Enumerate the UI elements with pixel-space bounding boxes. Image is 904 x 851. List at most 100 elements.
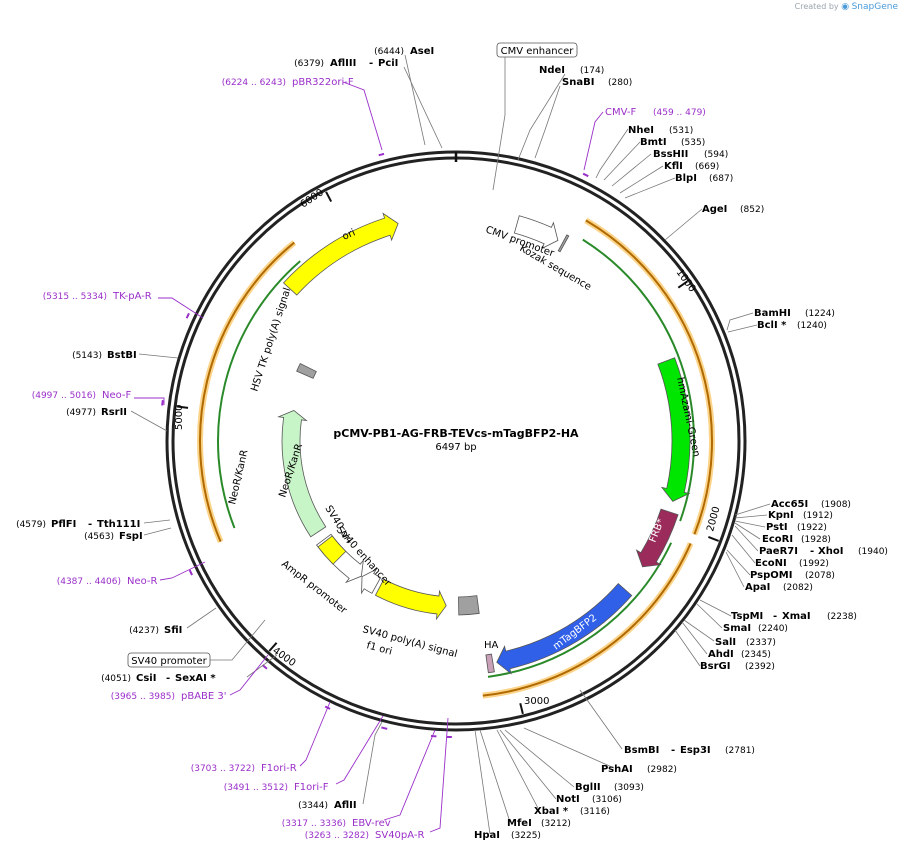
enzyme-pos-xbai: (3116): [580, 807, 610, 817]
tick-mark-4000: [268, 642, 278, 652]
feature-layer: [277, 212, 691, 675]
snapgene-logo: ◉: [841, 2, 850, 12]
enzyme-labels: (6444) AseI (6379) AflIII - PciI NdeI (1…: [16, 46, 888, 841]
enzyme-pos-mfei: (3212): [541, 819, 571, 829]
tick-label-2000: 2000: [705, 505, 722, 532]
enzyme-bsmbi: BsmBI: [624, 745, 659, 756]
enzyme-tspmi: TspMI: [731, 611, 763, 622]
enzyme-pos-bsrgi: (2392): [745, 662, 775, 672]
tick-label-3000: 3000: [524, 696, 549, 707]
enzyme-pos-blpi: (687): [709, 174, 733, 184]
orf-layer: [197, 217, 715, 699]
feature-label-f1-ori: f1 ori: [365, 640, 393, 657]
orf-inner-1: [487, 542, 673, 678]
orf-arc-1: [482, 543, 692, 697]
enzyme-afliii: AflIII: [330, 58, 356, 69]
enzyme-pos-bamhi: (1224): [805, 309, 835, 319]
enzyme-psti: PstI: [766, 522, 788, 533]
enzyme-pos-noti: (3106): [592, 795, 622, 805]
enzyme-pos-bmti: (535): [681, 138, 705, 148]
orf-inner-0: [582, 238, 695, 522]
enzyme-pos-apai: (2082): [783, 583, 813, 593]
primer-neo-r: Neo-R: [127, 576, 158, 587]
feature-label-hsv-tk-polya: HSV TK poly(A) signal: [249, 287, 293, 393]
tick-mark-5000: [177, 405, 189, 409]
enzyme-sep-pflfi: -: [88, 519, 92, 530]
tick-label-5000: 5000: [174, 405, 185, 430]
tick-marks: [177, 191, 720, 715]
primer-range-f1ori-r: (3703 .. 3722): [191, 764, 255, 774]
primer-mark-tk-pa-r: [185, 312, 190, 319]
enzyme-sep-tspmi: -: [773, 611, 777, 622]
enzyme-pos-kfli: (669): [695, 162, 719, 172]
feature-ori: [282, 212, 399, 296]
enzyme-pos-bstbi: (5143): [72, 351, 102, 361]
enzyme-sexai: SexAI *: [175, 673, 216, 684]
enzyme-sep-bsmbi: -: [671, 745, 675, 756]
enzyme-pos-psti: (1922): [797, 523, 827, 533]
primer-labels: (6224 .. 6243) pBR322ori-F CMV-F (459 ..…: [32, 77, 706, 841]
feature-sv40-poly-a-signal: [458, 595, 480, 616]
cmv-enhancer-label: CMV enhancer: [492, 42, 578, 191]
enzyme-pshai: PshAI: [601, 764, 633, 775]
svg-text:CMV enhancer: CMV enhancer: [501, 46, 575, 57]
primer-range-f1ori-f: (3491 .. 3512): [224, 783, 288, 793]
backbone-inner: [171, 156, 741, 726]
enzyme-pos-rsrii: (4977): [66, 408, 96, 418]
feature-ha: [485, 653, 495, 674]
primer-f1ori-f: F1ori-F: [294, 782, 329, 793]
primer-range-neo-r: (4387 .. 4406): [57, 577, 121, 587]
enzyme-afiii: AflII: [334, 800, 357, 811]
orf-arc-2: [199, 241, 295, 543]
enzyme-blpi: BlpI: [675, 173, 697, 184]
enzyme-bglii: BglII: [575, 782, 601, 793]
primer-pbabe-3: pBABE 3': [181, 691, 227, 702]
primer-range-sv40pa-r: (3263 .. 3282): [305, 831, 369, 841]
plasmid-length: 6497 bp: [435, 442, 476, 453]
primer-mark-pbabe-3: [261, 664, 268, 670]
primer-cmv-f: CMV-F: [605, 107, 636, 118]
enzyme-sfii: SfiI: [164, 625, 182, 636]
enzyme-pos-csii: (4051): [101, 674, 131, 684]
enzyme-pos-smai: (2240): [758, 624, 788, 634]
primer-pbr322ori-f: pBR322ori-F: [292, 77, 354, 88]
feature-label-neor-outer: NeoR/KanR: [227, 449, 250, 506]
tick-mark-6000: [325, 191, 333, 203]
enzyme-snabi: SnaBI: [562, 77, 594, 88]
enzyme-pos-esp3i: (2781): [725, 746, 755, 756]
enzyme-pspomi: PspOMI: [750, 570, 792, 581]
enzyme-mfei: MfeI: [507, 818, 532, 829]
enzyme-pos-agei: (852): [740, 205, 764, 215]
feature-kozak-sequence: [557, 234, 570, 253]
enzyme-pos-afiii: (3344): [298, 801, 328, 811]
plasmid-name: pCMV-PB1-AG-FRB-TEVcs-mTagBFP2-HA: [333, 427, 579, 440]
orf-arc-0: [585, 219, 713, 535]
enzyme-ecori: EcoRI: [762, 534, 793, 545]
tick-mark-2000: [708, 536, 720, 542]
enzyme-sali: SalI: [715, 637, 736, 648]
enzyme-pos-sali: (2337): [746, 638, 776, 648]
orf-inner-2: [217, 260, 301, 529]
enzyme-esp3i: Esp3I: [680, 745, 711, 756]
enzyme-pos-snabi: (280): [608, 78, 632, 88]
feature-f1-ori: [374, 578, 447, 621]
enzyme-xmai: XmaI: [782, 611, 811, 622]
enzyme-bmti: BmtI: [640, 137, 667, 148]
primer-range-cmv-f: (459 .. 479): [653, 108, 706, 118]
enzyme-acc65i: Acc65I: [771, 499, 808, 510]
sv40-promoter-label: SV40 promoter: [127, 619, 266, 668]
primer-range-neo-f: (4997 .. 5016): [32, 391, 96, 401]
enzyme-pos-econi: (1992): [799, 559, 829, 569]
enzyme-pos-hpai: (3225): [511, 831, 541, 841]
credit-prefix: Created by: [794, 2, 839, 11]
tick-mark-3000: [519, 703, 524, 715]
feature-cmv-promoter: [513, 215, 559, 250]
enzyme-paer7i: PaeR7I: [759, 546, 798, 557]
enzyme-bsrgi: BsrGI: [700, 661, 730, 672]
enzyme-pos-pspomi: (2078): [805, 571, 835, 581]
enzyme-rsrii: RsrII: [101, 407, 127, 418]
enzyme-pos-afliii: (6379): [294, 59, 324, 69]
enzyme-fspi: FspI: [119, 531, 143, 542]
enzyme-apai: ApaI: [745, 582, 770, 593]
primer-sv40pa-r: SV40pA-R: [375, 830, 424, 841]
